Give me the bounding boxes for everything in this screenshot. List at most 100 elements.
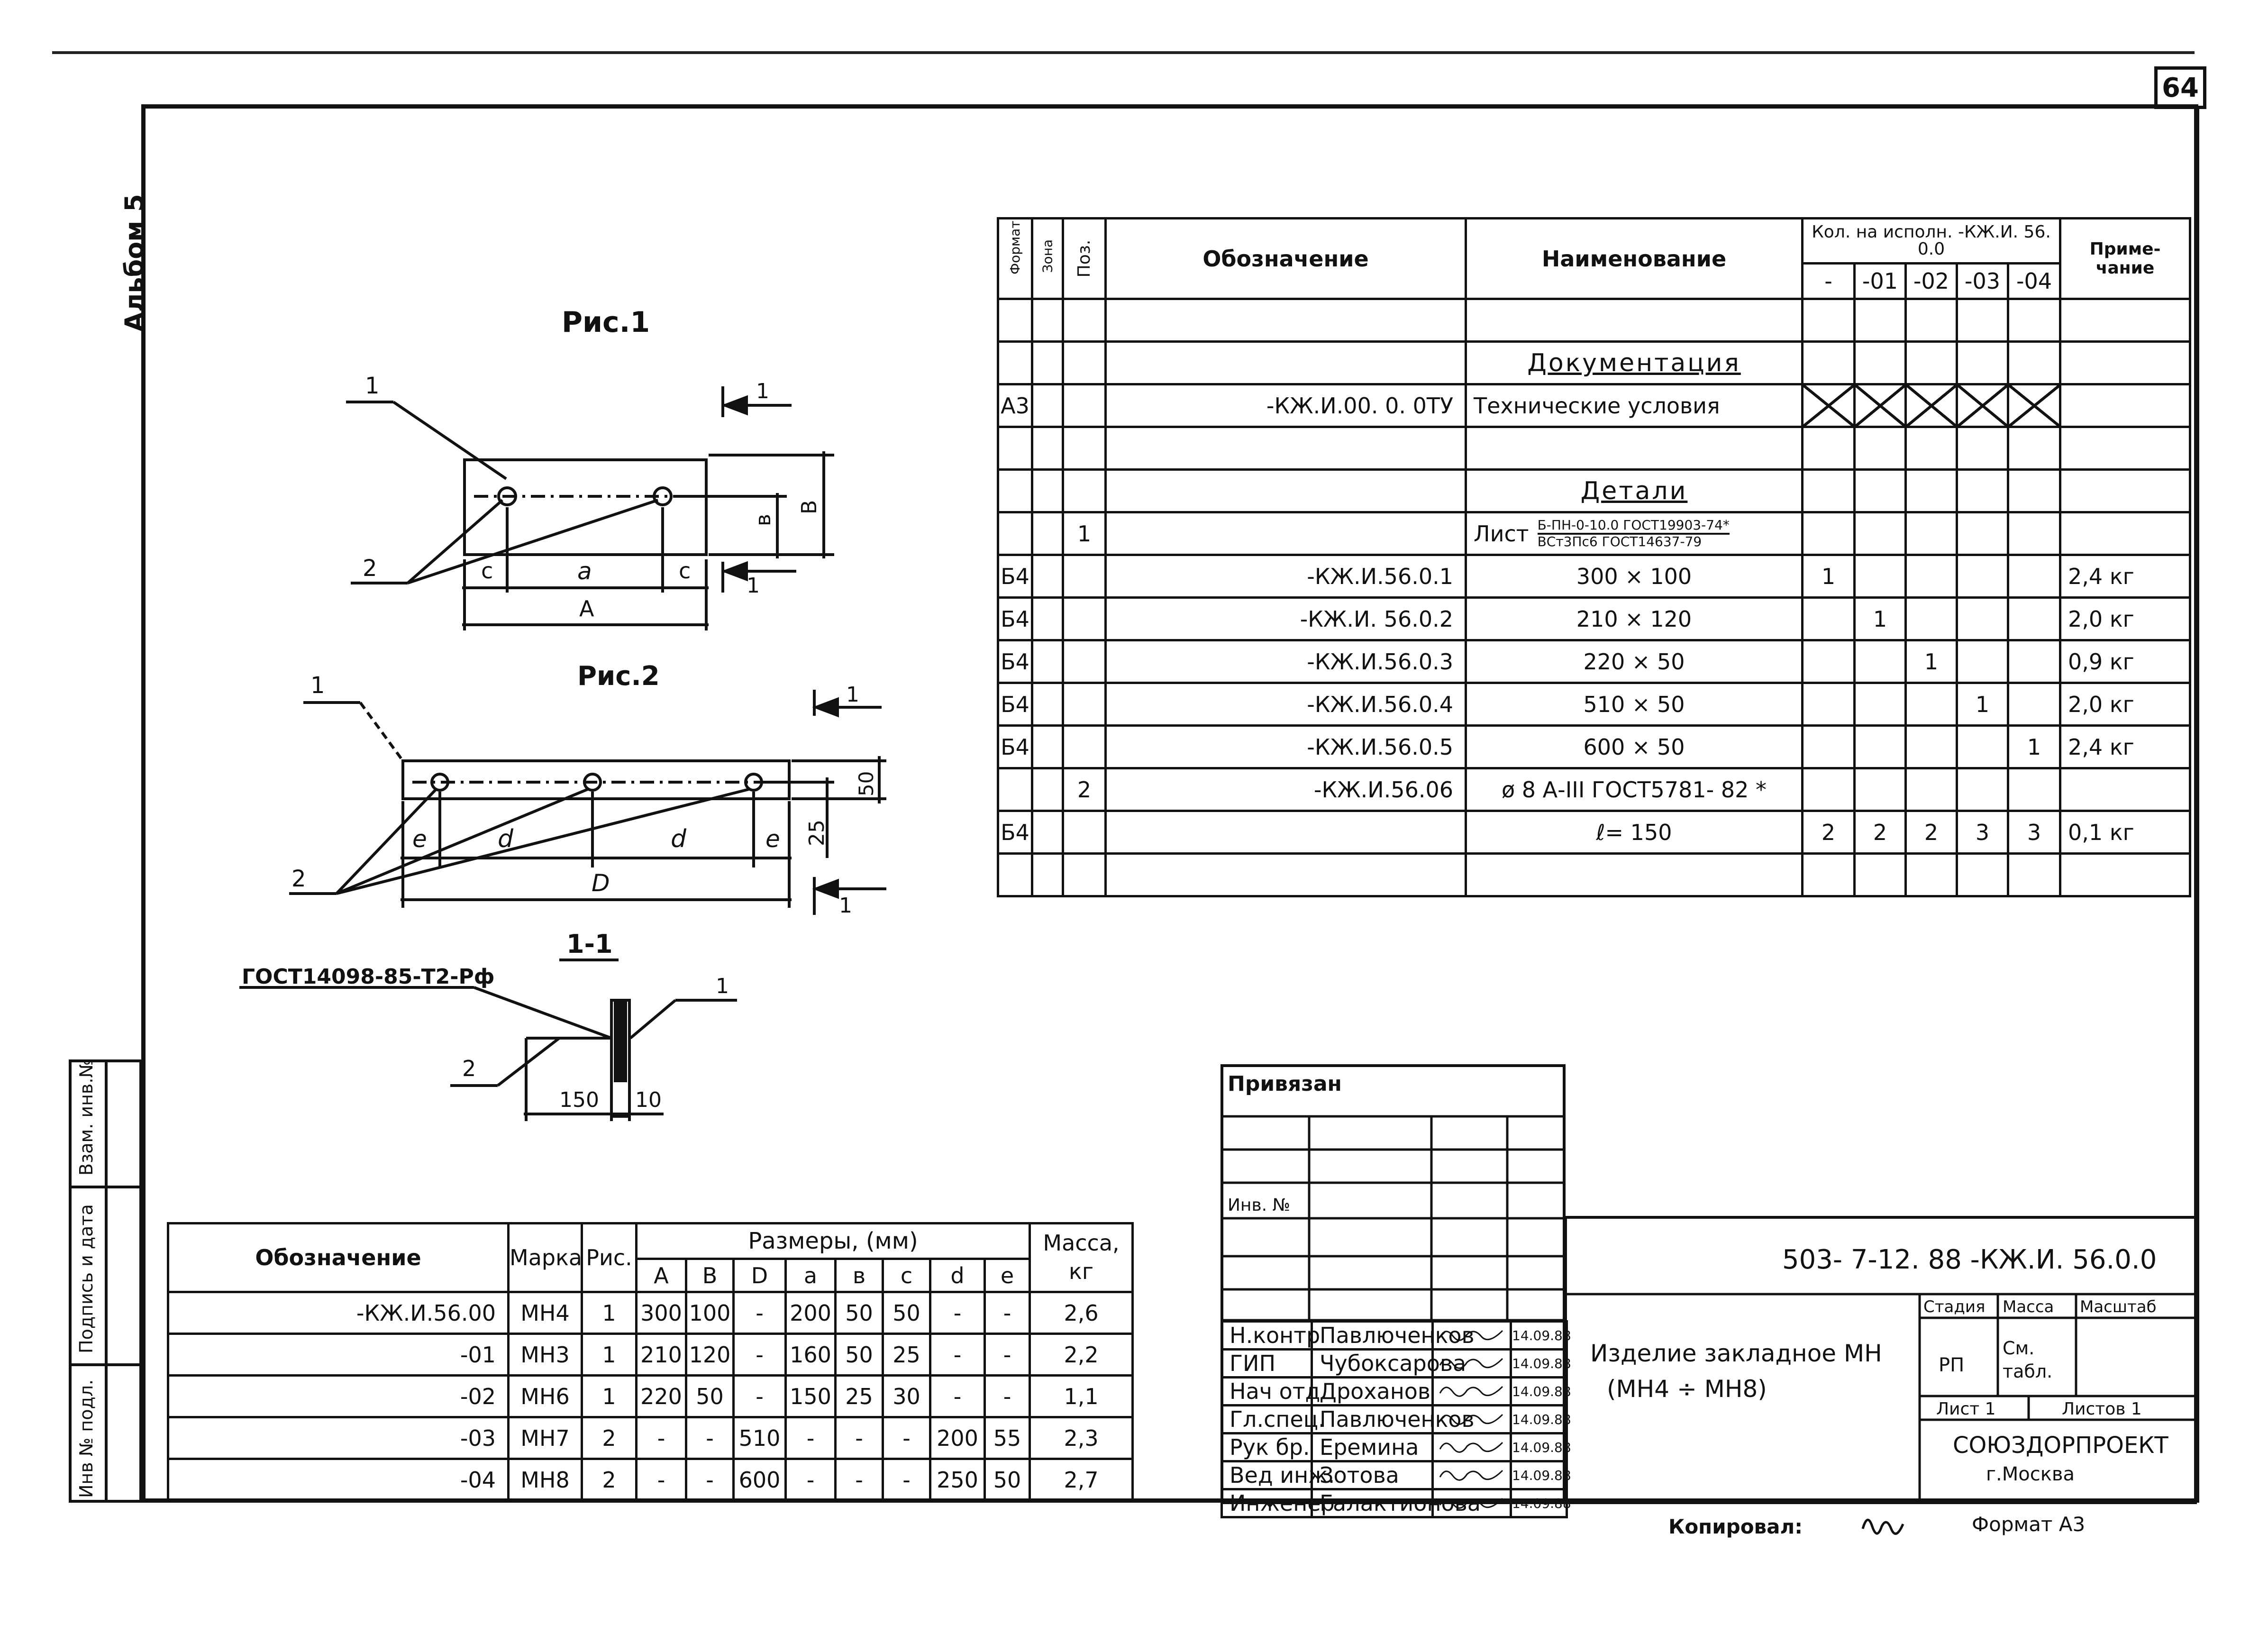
dims-cell-mark: МН4 xyxy=(507,1291,583,1335)
fig2-callout-1: 1 xyxy=(310,672,325,699)
spec-cell-zone xyxy=(1031,682,1064,727)
spec-cell-note xyxy=(2059,426,2192,471)
spec-cell-qty xyxy=(2006,511,2062,556)
fig1-dim-A: A xyxy=(579,596,594,621)
format-label: Формат А3 xyxy=(1972,1513,2086,1536)
spec-cell-qty xyxy=(1801,639,1856,684)
spec-cell-zone xyxy=(1031,852,1064,897)
spec-cell-qty xyxy=(1853,383,1907,428)
dims-cell-size: - xyxy=(635,1458,687,1502)
spec-cell-name: 220 × 50 xyxy=(1465,639,1803,684)
fig1-dim-c-left: c xyxy=(481,558,493,584)
fig1-dim-a: a xyxy=(577,557,592,585)
spec-cell-qty xyxy=(1956,767,2009,812)
spec-cell-designation: -КЖ.И. 56.0.2 xyxy=(1104,596,1467,641)
spec-cell-qty xyxy=(1904,340,1958,385)
signature-role: Нач отд. xyxy=(1221,1376,1327,1406)
dims-cell-size: - xyxy=(929,1291,986,1335)
dims-cell-size: 120 xyxy=(685,1333,735,1377)
signature-name: Чубоксарова xyxy=(1311,1348,1466,1379)
dims-cell-size: 30 xyxy=(882,1374,931,1418)
spec-cell-format xyxy=(997,426,1033,471)
fig1-section-mark-top: 1 xyxy=(756,379,769,403)
spec-header-qty: Кол. на исполн. -КЖ.И. 56. 0.0 xyxy=(1801,217,2062,265)
fig1-dim-B: В xyxy=(797,500,821,514)
signature-name: Павлюченков xyxy=(1311,1404,1475,1434)
fig1-callout-1: 1 xyxy=(365,373,380,399)
spec-cell-name: 600 × 50 xyxy=(1465,724,1803,769)
dims-cell-size: - xyxy=(983,1291,1031,1335)
signature-scribble xyxy=(1431,1460,1512,1490)
spec-cell-qty xyxy=(1801,468,1856,513)
spec-row xyxy=(997,298,2192,343)
dims-cell-size: 200 xyxy=(929,1416,986,1460)
signature-scribble xyxy=(1431,1432,1512,1462)
spec-cell-note xyxy=(2059,511,2192,556)
signature-role: Н.контр xyxy=(1221,1320,1320,1351)
spec-cell-qty xyxy=(2006,298,2062,343)
spec-cell-qty xyxy=(2006,852,2062,897)
dims-cell-designation: -01 xyxy=(167,1333,510,1377)
spec-cell-pos xyxy=(1062,340,1107,385)
spec-cell-format: Б4 xyxy=(997,596,1033,641)
dims-cell-size: 200 xyxy=(784,1291,837,1335)
spec-cell-qty xyxy=(1853,639,1907,684)
product-name: Изделие закладное МН xyxy=(1590,1340,1882,1367)
dims-size-col-header: а xyxy=(784,1258,837,1293)
dims-cell-fig: 1 xyxy=(581,1291,638,1335)
spec-cell-qty xyxy=(1904,511,1958,556)
dims-cell-size: 510 xyxy=(732,1416,787,1460)
spec-row: Документация xyxy=(997,340,2192,385)
signature-name: Зотова xyxy=(1311,1460,1434,1490)
organization: СОЮЗДОРПРОЕКТ xyxy=(1953,1432,2168,1459)
signature-role: ГИП xyxy=(1221,1348,1313,1379)
spec-cell-pos: 2 xyxy=(1062,767,1107,812)
spec-cell-qty xyxy=(1956,554,2009,599)
signature-role: Инженер xyxy=(1221,1488,1335,1518)
dims-cell-designation: -02 xyxy=(167,1374,510,1418)
fig1-dim-c-right: c xyxy=(679,558,691,584)
fig2-dim-d-left: d xyxy=(498,825,514,853)
spec-cell-note: 2,4 кг xyxy=(2059,554,2192,599)
spec-cell-name xyxy=(1465,852,1803,897)
spec-cell-qty xyxy=(1801,596,1856,641)
spec-cell-qty: 1 xyxy=(1853,596,1907,641)
spec-cell-qty xyxy=(1853,767,1907,812)
spec-cell-qty xyxy=(2006,554,2062,599)
spec-cell-format xyxy=(997,511,1033,556)
spec-cell-name: 210 × 120 xyxy=(1465,596,1803,641)
spec-cell-qty xyxy=(1801,426,1856,471)
signature-date: 14.09.88 xyxy=(1510,1404,1571,1434)
spec-cell-qty xyxy=(1956,724,2009,769)
sheets-total: Листов 1 xyxy=(2062,1399,2142,1419)
spec-cell-note xyxy=(2059,767,2192,812)
section-title: 1-1 xyxy=(566,929,613,959)
dims-cell-mass: 1,1 xyxy=(1029,1374,1134,1418)
spec-cell-zone xyxy=(1031,298,1064,343)
spec-cell-qty xyxy=(1853,298,1907,343)
spec-cell-qty xyxy=(1853,724,1907,769)
dims-header-mass: Масса, кг xyxy=(1029,1222,1134,1293)
dims-size-col-header: е xyxy=(983,1258,1031,1293)
dims-cell-size: - xyxy=(929,1374,986,1418)
spec-name-top: Б-ПН-0-10.0 ГОСТ19903-74* xyxy=(1537,518,1730,535)
copied-by-label: Копировал: xyxy=(1668,1515,1803,1538)
spec-cell-qty xyxy=(2006,639,2062,684)
spec-cell-zone xyxy=(1031,639,1064,684)
spec-cell-note xyxy=(2059,468,2192,513)
spec-cell-designation xyxy=(1104,810,1467,855)
spec-cell-designation: -КЖ.И.00. 0. 0ТУ xyxy=(1104,383,1467,428)
spec-cell-pos: 1 xyxy=(1062,511,1107,556)
dims-size-col-header: с xyxy=(882,1258,931,1293)
signature-name: Павлюченков xyxy=(1311,1320,1475,1351)
spec-cell-zone xyxy=(1031,810,1064,855)
dims-cell-size: 25 xyxy=(882,1333,931,1377)
spec-header-designation: Обозначение xyxy=(1104,217,1467,300)
